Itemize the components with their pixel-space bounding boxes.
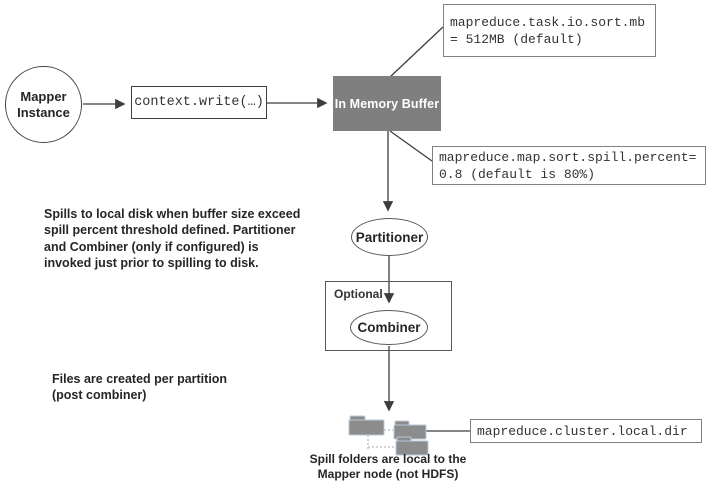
context-write-label: context.write(…) <box>134 95 264 110</box>
group-optional: Optional <box>325 281 452 351</box>
node-partitioner[interactable]: Partitioner <box>351 218 428 256</box>
folder-icon <box>393 420 427 440</box>
note-files-per-partition: Files are created per partition (post co… <box>52 372 228 403</box>
caption-spill-folders: Spill folders are local to the Mapper no… <box>309 452 467 481</box>
node-in-memory-buffer[interactable]: In Memory Buffer <box>333 76 441 131</box>
mapper-instance-label: Mapper Instance <box>17 88 70 120</box>
in-memory-buffer-label: In Memory Buffer <box>334 96 440 111</box>
connector-buffer-to-sortmb-callout <box>389 26 444 78</box>
note-spill-behavior: Spills to local disk when buffer size ex… <box>44 207 301 270</box>
connector-buffer-to-spillpercent-callout <box>389 130 433 162</box>
callout-spill-percent[interactable]: mapreduce.map.sort.spill.percent= 0.8 (d… <box>432 146 706 185</box>
sort-mb-line2: = 512MB (default) <box>450 31 583 47</box>
callout-sort-mb[interactable]: mapreduce.task.io.sort.mb = 512MB (defau… <box>443 4 656 57</box>
folder-icon <box>395 436 429 456</box>
spill-percent-line2: 0.8 (default is 80%) <box>439 166 596 182</box>
callout-local-dir[interactable]: mapreduce.cluster.local.dir <box>470 419 702 443</box>
partitioner-label: Partitioner <box>355 229 424 245</box>
node-combiner[interactable]: Combiner <box>350 310 428 345</box>
local-dir-label: mapreduce.cluster.local.dir <box>477 423 688 439</box>
spill-percent-line1: mapreduce.map.sort.spill.percent= <box>439 149 697 165</box>
folder-icon <box>348 415 385 436</box>
node-mapper-instance[interactable]: Mapper Instance <box>5 66 82 143</box>
node-context-write[interactable]: context.write(…) <box>131 86 267 119</box>
optional-label: Optional <box>334 287 383 301</box>
combiner-label: Combiner <box>357 320 421 335</box>
sort-mb-line1: mapreduce.task.io.sort.mb <box>450 14 646 30</box>
